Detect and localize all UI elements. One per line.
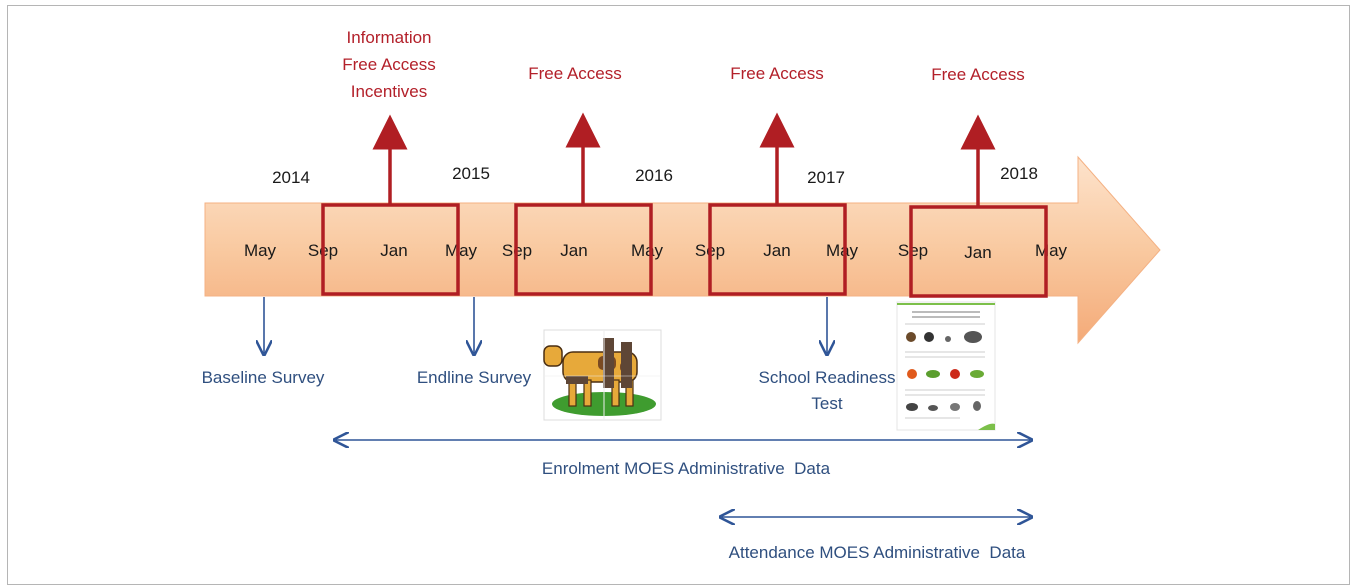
intervention-label: Free Access — [342, 55, 436, 74]
intervention-box — [708, 203, 847, 296]
timeline-diagram: 2014 2015 2016 2017 2018 May Sep Jan May… — [202, 28, 1161, 562]
month-label: Jan — [763, 241, 790, 260]
intervention-label: Free Access — [730, 64, 824, 83]
month-label: May — [1035, 241, 1068, 260]
intervention-label: Information — [346, 28, 431, 47]
puzzle-image — [543, 329, 662, 421]
year-label: 2017 — [807, 168, 845, 187]
month-label: Sep — [898, 241, 928, 260]
year-label: 2018 — [1000, 164, 1038, 183]
intervention-box — [514, 203, 653, 296]
intervention-box — [909, 205, 1048, 298]
school-readiness-label: Test — [811, 394, 842, 413]
intervention-label: Free Access — [931, 65, 1025, 84]
month-label: Jan — [380, 241, 407, 260]
enrolment-range-label: Enrolment MOES Administrative Data — [542, 459, 831, 478]
month-label: May — [244, 241, 277, 260]
month-label: May — [826, 241, 859, 260]
year-label: 2014 — [272, 168, 310, 187]
attendance-range-label: Attendance MOES Administrative Data — [729, 543, 1026, 562]
baseline-survey-label: Baseline Survey — [202, 368, 325, 387]
month-label: May — [631, 241, 664, 260]
school-readiness-label: School Readiness — [758, 368, 895, 387]
intervention-label: Incentives — [351, 82, 428, 101]
timeline-arrow — [204, 155, 1161, 345]
test-sheet-image — [896, 301, 996, 431]
year-label: 2015 — [452, 164, 490, 183]
month-label: May — [445, 241, 478, 260]
endline-survey-label: Endline Survey — [417, 368, 532, 387]
month-label: Jan — [964, 243, 991, 262]
intervention-box — [321, 203, 460, 296]
intervention-label: Free Access — [528, 64, 622, 83]
year-label: 2016 — [635, 166, 673, 185]
month-label: Jan — [560, 241, 587, 260]
